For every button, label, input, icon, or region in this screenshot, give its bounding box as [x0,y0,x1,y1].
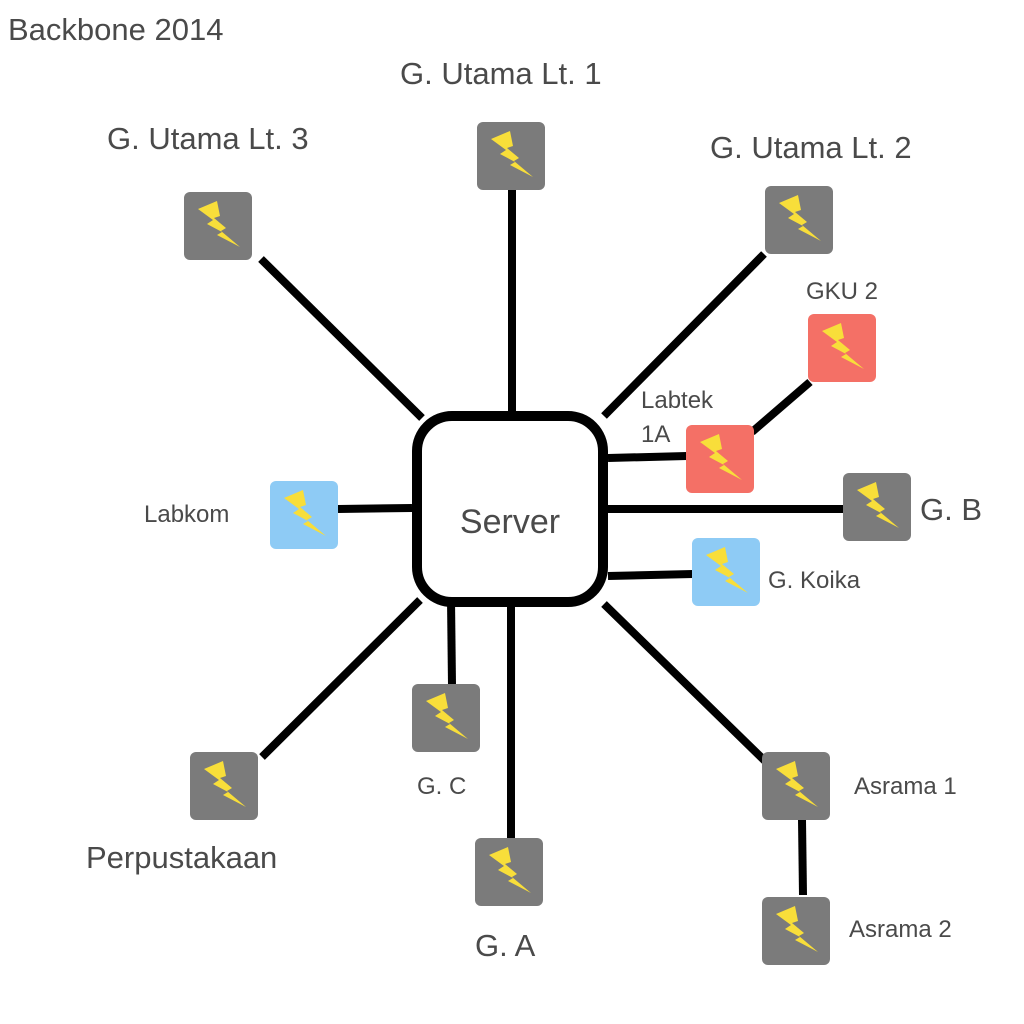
node-g-c[interactable] [412,684,480,752]
lightning-bolt-icon [198,201,240,247]
node-gku-2[interactable] [808,314,876,382]
link-gku-2 [749,378,813,436]
lightning-bolt-icon [204,761,246,807]
lightning-bolt-icon [779,195,821,241]
node-g-b[interactable] [843,473,911,541]
link-labkom [337,504,413,513]
link-asrama-1 [601,601,769,765]
link-perpustakaan [259,597,423,760]
link-g-c [447,599,456,686]
link-g-utama-lt-2 [601,251,767,419]
label-labtek-1a-line1: Labtek [641,387,714,414]
lightning-bolt-icon [700,434,742,480]
label-g-utama-lt-2: G. Utama Lt. 2 [710,130,912,165]
node-labkom[interactable] [270,481,338,549]
lightning-bolt-icon [491,131,533,177]
lightning-bolt-icon [426,693,468,739]
lightning-bolt-icon [776,761,818,807]
node-g-utama-lt-3[interactable] [184,192,252,260]
lightning-bolt-icon [857,482,899,528]
link-labtek-1a [607,452,688,462]
node-asrama-1[interactable] [762,752,830,820]
node-g-koika[interactable] [692,538,760,606]
label-labtek-1a-line2: 1A [641,421,671,448]
label-g-utama-lt-3: G. Utama Lt. 3 [107,121,309,156]
node-g-utama-lt-1[interactable] [477,122,545,190]
node-g-utama-lt-2[interactable] [765,186,833,254]
lightning-bolt-icon [822,323,864,369]
label-g-koika: G. Koika [768,567,861,594]
link-g-utama-lt-3 [258,256,425,421]
server-node[interactable]: Server [412,411,608,607]
node-labtek-1a[interactable] [686,425,754,493]
label-gku-2: GKU 2 [806,278,879,305]
label-g-a: G. A [475,928,536,963]
node-asrama-2[interactable] [762,897,830,965]
label-asrama-2: Asrama 2 [849,916,952,943]
lightning-bolt-icon [776,906,818,952]
lightning-bolt-icon [706,547,748,593]
diagram-title: Backbone 2014 [8,12,224,47]
lightning-bolt-icon [284,490,326,536]
node-perpustakaan[interactable] [190,752,258,820]
node-g-a[interactable] [475,838,543,906]
label-g-utama-lt-1: G. Utama Lt. 1 [400,56,602,91]
server-label: Server [459,503,561,541]
link-g-koika [607,570,694,580]
label-asrama-1: Asrama 1 [854,773,957,800]
lightning-bolt-icon [489,847,531,893]
label-labkom: Labkom [144,501,230,528]
label-perpustakaan: Perpustakaan [86,840,278,875]
label-g-c: G. C [417,773,467,800]
label-g-b: G. B [920,492,983,527]
link-asrama-2 [798,819,807,896]
